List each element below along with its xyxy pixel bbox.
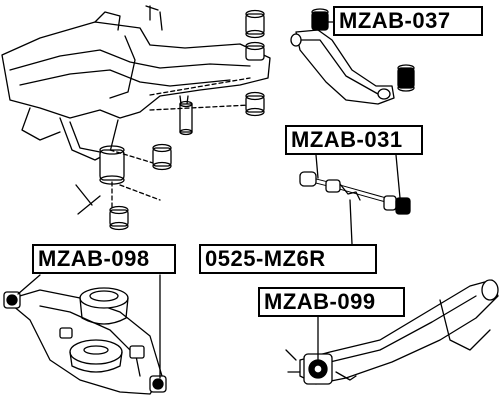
- part-label-mzab-099: MZAB-099: [258, 287, 405, 317]
- part-label-0525-mz6r: 0525-MZ6R: [199, 244, 377, 274]
- part-label-mzab-098: MZAB-098: [32, 244, 176, 274]
- part-label-mzab-031: MZAB-031: [285, 125, 423, 155]
- upper-control-arm: [290, 8, 415, 105]
- part-label-mzab-037: MZAB-037: [333, 6, 483, 36]
- trailing-arm: [285, 279, 499, 385]
- lower-control-arm: [3, 274, 167, 395]
- adjustable-lateral-link: [299, 154, 411, 245]
- rear-subframe: [1, 5, 271, 216]
- subframe-bushings: [109, 9, 265, 231]
